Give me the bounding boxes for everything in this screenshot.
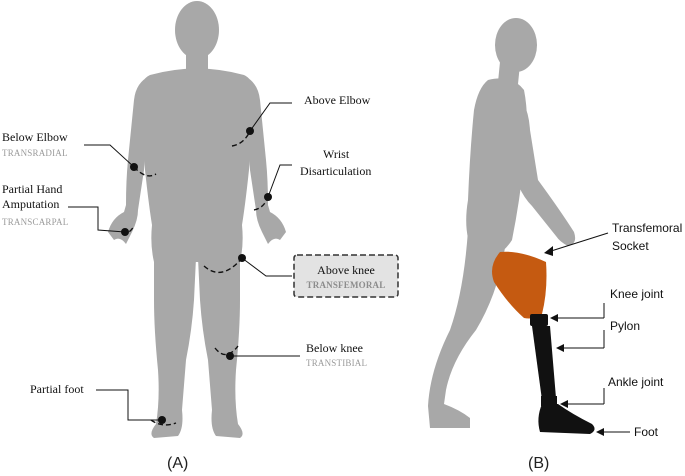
above-knee-box: Above knee TRANSFEMORAL [293,254,399,298]
pylon-shape [532,326,556,400]
label-transtibial: TRANSTIBIAL [306,358,367,368]
leader-above-elbow [249,102,292,132]
leader-below-elbow [84,144,135,168]
label-socket-line1: Transfemoral [612,221,682,235]
label-ankle-joint: Ankle joint [608,375,664,389]
cut-line-above-knee [203,257,243,274]
caption-b: (B) [528,455,549,472]
prosthesis [492,251,595,434]
label-socket-line2: Socket [612,239,649,253]
cut-line-below-knee [214,345,239,356]
leader-above-knee [241,257,292,277]
side-body-silhouette [428,18,576,428]
ankle-joint-shape [541,396,557,406]
label-partial-foot: Partial foot [30,382,84,396]
label-wrist-line2: Disarticulation [300,164,371,178]
transfemoral-socket [492,251,547,319]
label-transfemoral: TRANSFEMORAL [307,280,386,290]
front-body-silhouette [108,1,286,438]
label-wrist-line1: Wrist [323,147,350,161]
label-partial-hand-line2: Amputation [2,197,59,211]
label-partial-hand-line1: Partial Hand [2,182,62,196]
label-above-elbow: Above Elbow [304,93,371,107]
label-foot: Foot [634,425,659,439]
label-transradial: TRANSRADIAL [2,148,68,158]
label-below-elbow: Below Elbow [2,130,68,144]
caption-a: (A) [167,455,188,472]
label-below-knee: Below knee [306,341,363,355]
label-transcarpal: TRANSCARPAL [2,217,68,227]
prosthetic-foot [538,404,595,434]
leader-wrist [267,164,292,198]
label-pylon: Pylon [610,319,640,333]
label-knee-joint: Knee joint [610,287,664,301]
label-above-knee: Above knee [317,263,375,277]
cut-line-partial-foot [150,419,177,426]
cut-line-above-elbow [231,130,251,147]
leader-partial-foot [96,389,162,421]
arrows-b [544,232,630,436]
leader-partial-hand [68,206,126,233]
knee-joint-shape [530,314,548,326]
